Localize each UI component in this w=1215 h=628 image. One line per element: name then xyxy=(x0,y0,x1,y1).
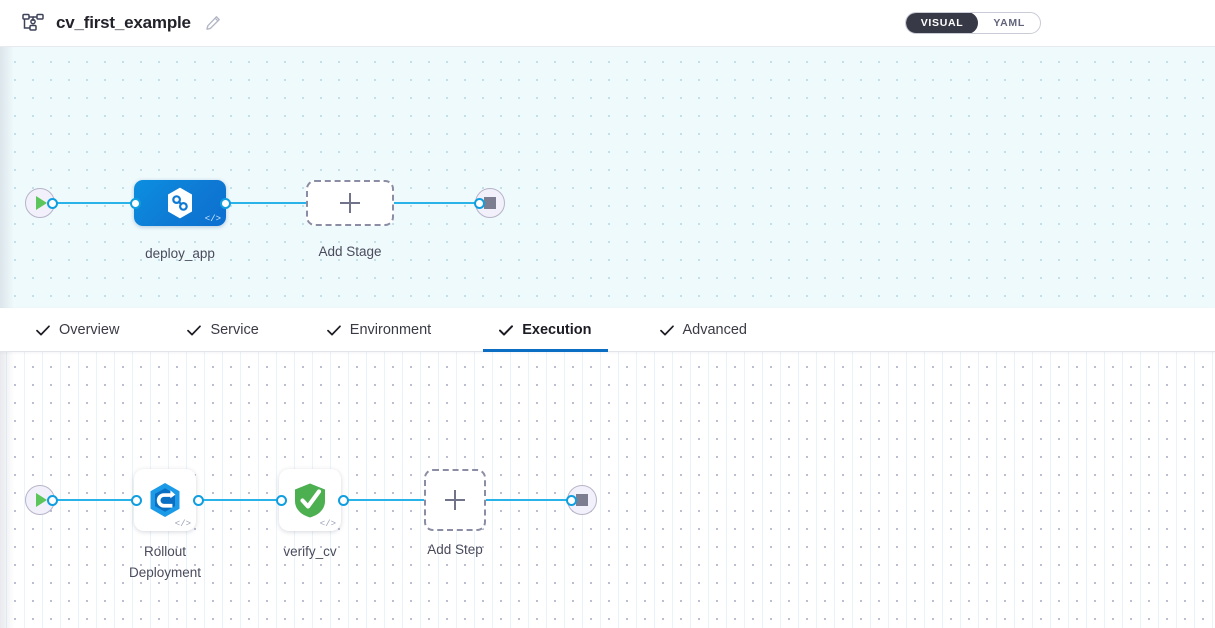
connector-dot[interactable] xyxy=(130,198,141,209)
connector-dot[interactable] xyxy=(193,495,204,506)
execution-start-node[interactable] xyxy=(25,485,55,515)
tab-label: Advanced xyxy=(682,322,748,338)
stop-end-icon xyxy=(576,494,588,506)
toggle-option-visual[interactable]: VISUAL xyxy=(905,13,979,33)
play-start-icon xyxy=(36,196,47,210)
connector-dot[interactable] xyxy=(131,495,142,506)
step-label-rollout-deployment: Rollout Deployment xyxy=(128,544,202,580)
view-mode-toggle[interactable]: VISUAL YAML xyxy=(904,12,1041,34)
stage-config-tabs: Overview Service Environment Execution A xyxy=(0,308,1215,352)
connector-dot[interactable] xyxy=(338,495,349,506)
pipeline-header: cv_first_example VISUAL YAML xyxy=(0,0,1215,47)
canvas-left-shadow xyxy=(0,352,14,628)
wire-stage-to-addstage xyxy=(222,202,314,204)
page-title: cv_first_example xyxy=(56,13,191,32)
add-stage-label: Add Stage xyxy=(318,244,382,259)
connector-dot[interactable] xyxy=(276,495,287,506)
tab-label: Service xyxy=(210,322,259,338)
harness-hexagon-infinity-icon xyxy=(168,187,192,219)
step-node-verify-cv[interactable]: </> xyxy=(279,469,341,531)
stage-label-deploy-app: deploy_app xyxy=(145,246,215,261)
wire-addstage-to-end xyxy=(390,202,486,204)
plus-icon xyxy=(445,490,465,510)
stage-node-deploy-app[interactable]: </> xyxy=(134,180,226,226)
wire-start-to-stage xyxy=(52,202,142,204)
plus-icon xyxy=(340,193,360,213)
stage-graph-canvas[interactable]: </> deploy_app Add Stage xyxy=(0,47,1215,308)
tab-overview[interactable]: Overview xyxy=(20,308,135,352)
connector-dot[interactable] xyxy=(474,198,485,209)
connector-dot[interactable] xyxy=(566,495,577,506)
check-icon xyxy=(187,324,202,335)
header-right-group: VISUAL YAML xyxy=(904,12,1215,34)
pencil-edit-icon[interactable] xyxy=(203,15,221,31)
step-node-rollout-deployment[interactable]: </> xyxy=(134,469,196,531)
wire-step1-to-step2 xyxy=(196,499,284,501)
tab-label: Execution xyxy=(522,322,592,338)
stop-end-icon xyxy=(484,197,496,209)
code-glyph: </> xyxy=(204,214,221,224)
rollout-deployment-icon xyxy=(150,483,180,517)
header-left-group: cv_first_example xyxy=(0,13,221,33)
tab-service[interactable]: Service xyxy=(171,308,274,352)
connector-dot[interactable] xyxy=(47,495,58,506)
tab-label: Overview xyxy=(59,322,120,338)
tab-label: Environment xyxy=(349,322,432,338)
add-step-button[interactable] xyxy=(424,469,486,531)
connector-dot[interactable] xyxy=(47,198,58,209)
tab-environment[interactable]: Environment xyxy=(311,308,447,352)
green-shield-check-icon xyxy=(295,483,325,518)
wire-start-to-step1 xyxy=(52,499,138,501)
pipeline-flow-icon xyxy=(22,13,44,33)
check-icon xyxy=(36,324,50,335)
tab-execution[interactable]: Execution xyxy=(483,308,608,352)
check-icon xyxy=(659,324,674,335)
check-icon xyxy=(326,324,341,335)
execution-graph-canvas[interactable]: </> Rollout Deployment </> verify_cv Add… xyxy=(0,352,1215,628)
step-label-verify-cv: verify_cv xyxy=(283,544,337,559)
play-start-icon xyxy=(36,493,47,507)
tab-advanced[interactable]: Advanced xyxy=(644,308,764,352)
code-glyph: </> xyxy=(174,519,191,529)
canvas-left-shadow xyxy=(0,47,14,308)
wire-addstep-to-end xyxy=(486,499,572,501)
connector-dot[interactable] xyxy=(220,198,231,209)
check-icon xyxy=(499,324,514,336)
add-stage-button[interactable] xyxy=(306,180,394,226)
execution-end-node[interactable] xyxy=(567,485,597,515)
add-step-label: Add Step xyxy=(427,542,483,557)
toggle-option-yaml[interactable]: YAML xyxy=(993,17,1025,29)
code-glyph: </> xyxy=(319,519,336,529)
wire-step2-to-addstep xyxy=(340,499,426,501)
